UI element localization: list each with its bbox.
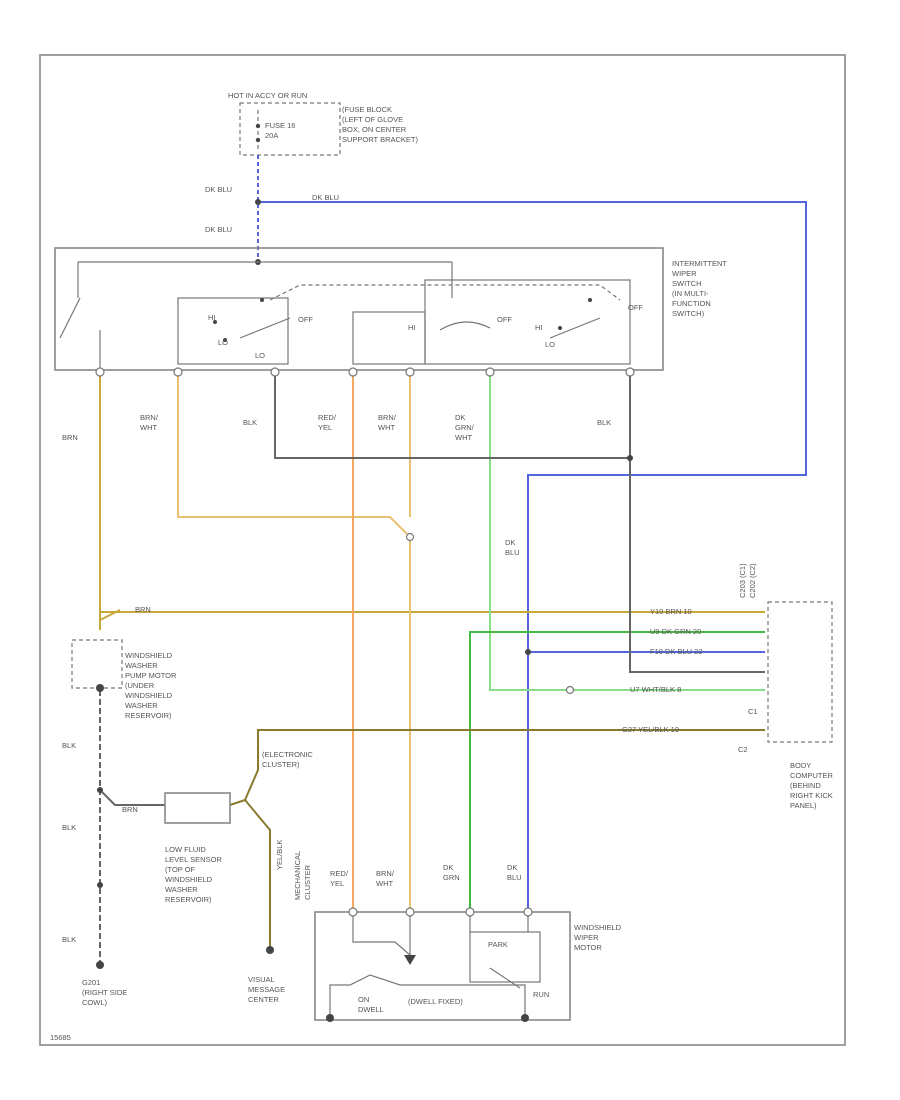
wire-label-red-yel-a: RED/YEL: [318, 413, 337, 432]
wire-label-blk-d: BLK: [62, 823, 76, 832]
wire-label-yel-blk-a: YEL/BLK: [275, 840, 284, 870]
diagram-frame: [39, 54, 846, 1046]
switch-off-label: OFF: [298, 315, 313, 324]
wiper-dwell-fixed-label: (DWELL FIXED): [408, 997, 463, 1006]
wire-label-brn-a: BRN: [62, 433, 78, 442]
wire-label-brn-wht-a: BRN/WHT: [140, 413, 159, 432]
wire-label-red-yel-b: RED/YEL: [330, 869, 349, 888]
wire-label-dk-blu-2: DK BLU: [312, 193, 339, 202]
wire-label-dk-blu-3: DK BLU: [205, 225, 232, 234]
mechanical-cluster-label: MECHANICALCLUSTER: [293, 851, 312, 900]
wire-label-dk-blu-1: DK BLU: [205, 185, 232, 194]
wires: [96, 155, 807, 969]
pin-label-2: U9 DK GRN 20: [650, 627, 701, 636]
switch-lo-label: LO: [218, 338, 228, 347]
wire-label-blk-a: BLK: [243, 418, 257, 427]
switch-lo3-label: LO: [545, 340, 555, 349]
switch-off3-label: OFF: [628, 303, 643, 312]
body-computer-pins: Y10 BRN 10 U9 DK GRN 20 F10 DK BLU 22 U7…: [622, 607, 703, 734]
switch-lo2-label: LO: [255, 351, 265, 360]
wiper-park-label: PARK: [488, 940, 508, 949]
connector-c2-label: C2: [738, 745, 748, 754]
wire-labels: DK BLU DK BLU DK BLU BRN BRN/WHT BLK RED…: [62, 185, 611, 944]
fuse-hot-label: HOT IN ACCY OR RUN: [228, 91, 307, 100]
pin-label-5: G27 YEL/BLK 19: [622, 725, 679, 734]
wire-label-blk-e: BLK: [62, 935, 76, 944]
pin-label-3: F10 DK BLU 22: [650, 647, 703, 656]
switch-hi2-label: HI: [408, 323, 416, 332]
connector-c1-label: C1: [748, 707, 758, 716]
figure-id: 15685: [50, 1033, 71, 1042]
wire-label-brn-wht-c: BRN/WHT: [376, 869, 395, 888]
wire-label-brn-b: BRN: [135, 605, 151, 614]
switch-off2-label: OFF: [497, 315, 512, 324]
pin-label-4: U7 WHT/BLK 8: [630, 685, 681, 694]
pin-label-1: Y10 BRN 10: [650, 607, 692, 616]
wire-label-brn-wht-b: BRN/WHT: [378, 413, 397, 432]
switch-hi3-label: HI: [535, 323, 543, 332]
body-computer-connector-label: C203 (C1)C202 (C2): [738, 563, 757, 598]
wire-label-blk-b: BLK: [597, 418, 611, 427]
wire-label-blk-c: BLK: [62, 741, 76, 750]
switch-hi-label: HI: [208, 313, 216, 322]
wire-label-brn-c: BRN: [122, 805, 138, 814]
switch-terminals: [95, 367, 635, 377]
body-computer: C203 (C1)C202 (C2) Y10 BRN 10 U9 DK GRN …: [565, 563, 834, 810]
wiper-run-label: RUN: [533, 990, 549, 999]
